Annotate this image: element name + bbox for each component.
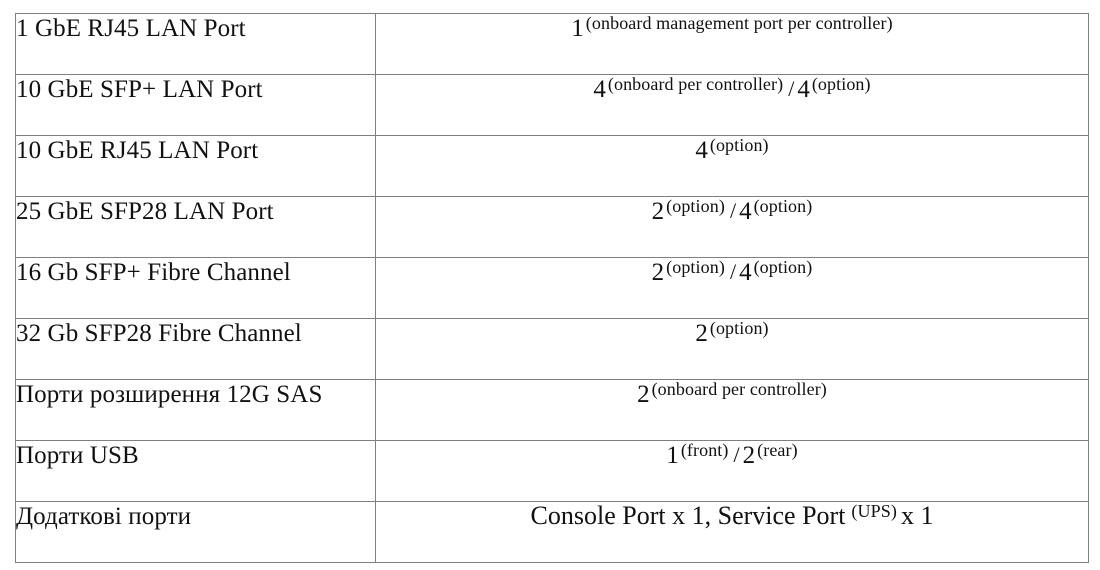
value-line: 4(option) <box>376 136 1088 163</box>
port-value-cell: 2(option)/4(option) <box>375 196 1089 258</box>
value-separator: / <box>729 259 737 284</box>
port-label-cell: 25 GbE SFP28 LAN Port <box>15 196 376 258</box>
port-label-cell: 10 GbE RJ45 LAN Port <box>15 135 376 197</box>
value-note: (option) <box>666 257 725 277</box>
value-quantity: 4 <box>739 259 752 286</box>
port-value-cell: 2(option)/4(option) <box>375 257 1089 319</box>
value-note: (option) <box>753 257 813 277</box>
value-quantity: 4 <box>593 76 606 103</box>
port-label-cell: 32 Gb SFP28 Fibre Channel <box>15 318 376 380</box>
value-note: (option) <box>709 318 769 338</box>
value-line: 2(option) <box>376 319 1088 346</box>
port-label-cell: 1 GbE RJ45 LAN Port <box>15 13 376 75</box>
value-note: (option) <box>666 196 725 216</box>
port-value-cell: 4(option) <box>375 135 1089 197</box>
value-quantity: 1 <box>666 442 679 469</box>
value-note: (option) <box>753 196 813 216</box>
port-label-cell: Порти розширення 12G SAS <box>15 379 376 441</box>
port-label-cell: 16 Gb SFP+ Fibre Channel <box>15 257 376 319</box>
value-line: Console Port x 1, Service Port (UPS) x 1 <box>376 502 1088 529</box>
value-quantity: 2 <box>651 198 665 225</box>
value-quantity: 1 <box>571 15 584 42</box>
value-note: (onboard per controller) <box>651 379 827 399</box>
value-quantity: 4 <box>797 76 810 103</box>
value-separator: / <box>729 198 737 223</box>
value-line: 1(onboard management port per controller… <box>376 14 1088 41</box>
value-note: (onboard management port per controller) <box>585 13 893 33</box>
value-note: (UPS) <box>851 501 897 521</box>
value-note: (rear) <box>757 440 798 460</box>
value-text: Console Port x 1, Service Port <box>530 501 846 530</box>
value-text: x 1 <box>900 501 934 530</box>
port-value-cell: 4(onboard per controller)/4(option) <box>375 74 1089 136</box>
value-separator: / <box>733 442 740 467</box>
port-value-cell: Console Port x 1, Service Port (UPS) x 1 <box>375 501 1089 563</box>
port-label-cell: Додаткові порти <box>15 501 376 563</box>
value-note: (onboard per controller) <box>607 74 784 94</box>
value-quantity: 4 <box>695 137 708 164</box>
value-note: (front) <box>680 440 729 460</box>
value-line: 2(option)/4(option) <box>376 258 1088 285</box>
value-separator: / <box>788 76 795 101</box>
value-line: 1(front)/2(rear) <box>376 441 1088 468</box>
port-label-cell: Порти USB <box>15 440 376 502</box>
value-note: (option) <box>709 135 769 155</box>
value-quantity: 4 <box>739 198 752 225</box>
value-quantity: 2 <box>742 442 756 469</box>
value-quantity: 2 <box>637 381 650 408</box>
value-line: 2(option)/4(option) <box>376 197 1088 224</box>
port-value-cell: 2(option) <box>375 318 1089 380</box>
value-line: 2(onboard per controller) <box>376 380 1088 407</box>
port-value-cell: 1(onboard management port per controller… <box>375 13 1089 75</box>
port-value-cell: 1(front)/2(rear) <box>375 440 1089 502</box>
value-quantity: 2 <box>651 259 665 286</box>
value-quantity: 2 <box>695 320 708 347</box>
value-note: (option) <box>811 74 871 94</box>
port-label-cell: 10 GbE SFP+ LAN Port <box>15 74 376 136</box>
port-value-cell: 2(onboard per controller) <box>375 379 1089 441</box>
value-line: 4(onboard per controller)/4(option) <box>376 75 1088 102</box>
